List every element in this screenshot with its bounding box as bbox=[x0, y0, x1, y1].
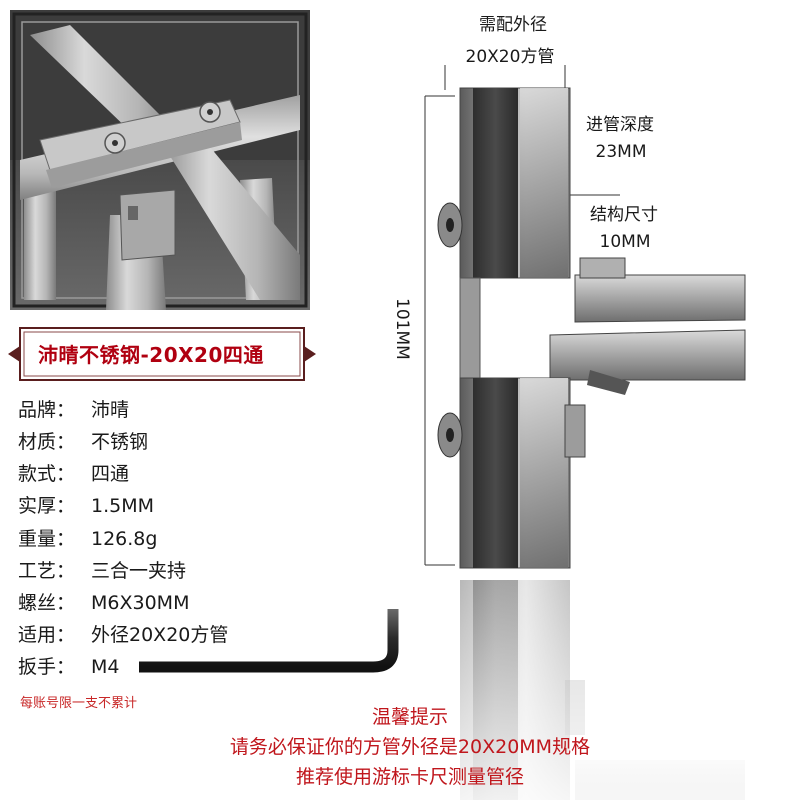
spec-row-weight: 重量： 126.8g bbox=[18, 525, 157, 553]
spec-value: 三合一夹持 bbox=[91, 560, 187, 582]
spec-value: 不锈钢 bbox=[91, 431, 149, 453]
spec-label: 材质： bbox=[18, 431, 76, 453]
arrow-left-icon bbox=[8, 346, 20, 362]
arrow-right-icon bbox=[304, 346, 316, 362]
outer-diameter-value: 20X20方管 bbox=[465, 47, 555, 67]
spec-label: 螺丝： bbox=[18, 592, 76, 614]
product-title: 沛晴不锈钢-20X20四通 bbox=[38, 343, 264, 367]
spec-row-style: 款式： 四通 bbox=[18, 460, 129, 488]
tip-title: 温馨提示 bbox=[371, 706, 448, 728]
product-photo bbox=[10, 10, 310, 310]
spec-value: M4 bbox=[91, 656, 120, 678]
spec-value: M6X30MM bbox=[91, 592, 190, 614]
connector-diagram bbox=[424, 65, 755, 800]
spec-label: 实厚： bbox=[18, 495, 76, 517]
spec-row-thickness: 实厚： 1.5MM bbox=[18, 492, 154, 520]
spec-value: 沛晴 bbox=[91, 399, 130, 421]
tip-line-1: 请务必保证你的方管外径是20X20MM规格 bbox=[229, 736, 591, 758]
spec-value: 外径20X20方管 bbox=[91, 624, 229, 646]
total-height-label: 101MM bbox=[392, 298, 412, 360]
spec-row-material: 材质： 不锈钢 bbox=[18, 428, 148, 456]
tip-line-2: 推荐使用游标卡尺测量管径 bbox=[295, 766, 524, 788]
structure-size-value: 10MM bbox=[599, 232, 651, 252]
spec-label: 款式： bbox=[18, 463, 76, 485]
spec-value: 126.8g bbox=[91, 528, 158, 550]
spec-label: 工艺： bbox=[18, 560, 76, 582]
spec-value: 四通 bbox=[91, 463, 130, 485]
spec-label: 重量： bbox=[18, 528, 76, 550]
spec-row-brand: 品牌： 沛晴 bbox=[18, 396, 129, 424]
spec-label: 品牌： bbox=[18, 399, 76, 421]
purchase-limit-notice: 每账号限一支不累计 bbox=[20, 696, 138, 711]
insert-depth-value: 23MM bbox=[595, 142, 647, 162]
spec-row-screw: 螺丝： M6X30MM bbox=[18, 589, 189, 617]
spec-row-fit: 适用： 外径20X20方管 bbox=[18, 621, 228, 649]
spec-value: 1.5MM bbox=[91, 495, 155, 517]
outer-diameter-label: 需配外径 bbox=[479, 15, 547, 35]
insert-depth-label: 进管深度 bbox=[586, 115, 654, 135]
structure-size-label: 结构尺寸 bbox=[590, 205, 658, 225]
hex-wrench-icon bbox=[139, 609, 399, 673]
spec-row-wrench: 扳手： M4 bbox=[18, 653, 119, 681]
spec-row-process: 工艺： 三合一夹持 bbox=[18, 557, 186, 585]
spec-label: 扳手： bbox=[18, 656, 76, 678]
spec-label: 适用： bbox=[18, 624, 76, 646]
title-banner-frame bbox=[8, 327, 316, 381]
